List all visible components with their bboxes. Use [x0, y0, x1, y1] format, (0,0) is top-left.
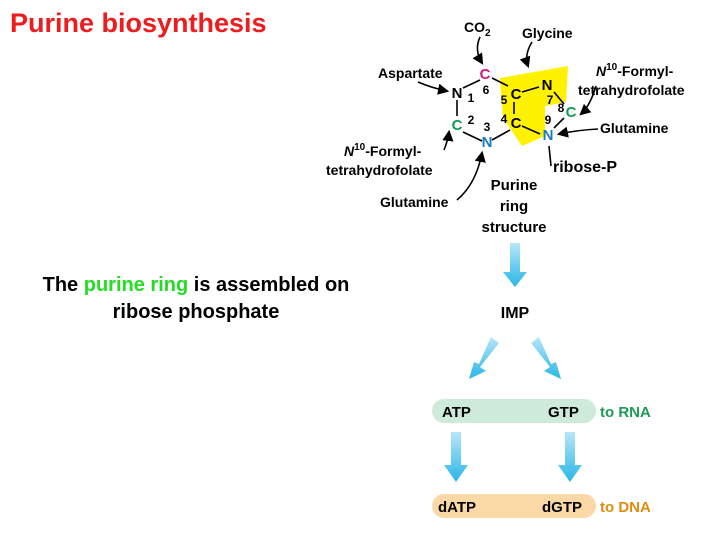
ring-label-line2: ring	[500, 198, 528, 215]
position-8: 8	[558, 101, 565, 115]
caption-pre: The	[42, 274, 84, 296]
formyl-thf-label-left: N10-Formyl-	[344, 142, 422, 159]
glycine-label: Glycine	[522, 25, 573, 41]
position-3: 3	[484, 120, 491, 134]
imp-label: IMP	[501, 305, 530, 322]
glycine-arrow	[519, 41, 533, 69]
atom-n7: N	[542, 77, 553, 94]
arrow-imp-to-atp	[469, 337, 499, 379]
atom-c5: C	[511, 86, 522, 103]
arrow-to-imp	[503, 243, 527, 287]
atom-n9: N	[543, 127, 554, 144]
position-9: 9	[545, 113, 552, 127]
ring-label-line3: structure	[481, 219, 546, 236]
to-dna-label: to DNA	[600, 499, 651, 516]
arrow-gtp-to-dgtp	[558, 432, 582, 482]
position-5: 5	[501, 93, 508, 107]
atom-c4: C	[511, 115, 522, 132]
co2-label: CO2	[464, 19, 491, 39]
ribose-bond	[548, 145, 552, 167]
dna-band	[432, 494, 596, 518]
to-rna-label: to RNA	[600, 404, 651, 421]
rna-band	[432, 399, 596, 423]
arrow-imp-to-gtp	[531, 337, 561, 379]
position-7: 7	[547, 93, 554, 107]
atom-n1: N	[452, 85, 463, 102]
glycine-highlight	[500, 66, 568, 146]
position-2: 2	[468, 113, 475, 127]
caption-line2: ribose phosphate	[112, 301, 280, 323]
formyl-right-arrow	[579, 85, 597, 116]
aspartate-label: Aspartate	[378, 65, 443, 81]
datp-label: dATP	[438, 499, 476, 516]
position-4: 4	[501, 112, 508, 126]
position-1: 1	[468, 91, 475, 105]
caption-post: is assembled on	[188, 274, 350, 296]
glutamine-right-arrow	[556, 126, 599, 138]
atom-c8: C	[566, 104, 577, 121]
page-title: Purine biosynthesis	[10, 8, 267, 38]
glutamine-label-right: Glutamine	[600, 120, 669, 136]
ribose-p-label: ribose-P	[553, 159, 617, 176]
aspartate-arrow	[417, 81, 450, 95]
ring-bonds	[456, 77, 565, 142]
glutamine-left-arrow	[456, 150, 486, 201]
atp-label: ATP	[442, 404, 471, 421]
glutamine-label-left: Glutamine	[380, 194, 449, 210]
dgtp-label: dGTP	[542, 499, 582, 516]
arrow-atp-to-datp	[444, 432, 468, 482]
atom-c2: C	[452, 117, 463, 134]
position-6: 6	[483, 83, 490, 97]
atom-n3: N	[482, 134, 493, 151]
ring-label-line1: Purine	[491, 177, 538, 194]
caption: The purine ring is assembled on ribose p…	[0, 272, 392, 326]
co2-arrow	[472, 36, 484, 65]
caption-highlight: purine ring	[83, 274, 189, 296]
formyl-thf-label-right: N10-Formyl-	[596, 62, 674, 79]
flow-arrows	[444, 243, 582, 482]
formyl-thf-label-right-line2: tetrahydrofolate	[578, 82, 685, 98]
formyl-thf-label-left-line2: tetrahydrofolate	[326, 162, 433, 178]
formyl-left-arrow	[442, 129, 454, 151]
atom-c6: C	[480, 66, 491, 83]
gtp-label: GTP	[548, 404, 579, 421]
